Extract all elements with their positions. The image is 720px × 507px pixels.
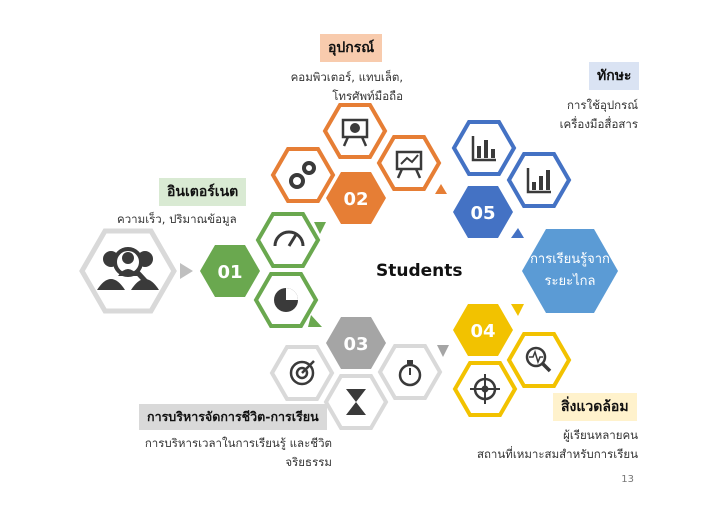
- management-desc-2: จริยธรรม: [285, 455, 332, 469]
- internet-desc: ความเร็ว, ปริมาณข้อมูล: [117, 212, 237, 226]
- management-title: การบริหารจัดการชีวิต-การเรียน: [139, 404, 327, 430]
- hourglass-icon-hex: [323, 374, 389, 430]
- equipment-desc-2: โทรศัพท์มือถือ: [332, 89, 403, 103]
- skills-desc-1: การใช้อุปกรณ์: [566, 98, 638, 112]
- distance-learning-line1: การเรียนรู้จาก: [530, 251, 610, 267]
- node-05-hex: [453, 186, 513, 238]
- students-search-icon-hex: [79, 228, 177, 314]
- arrow-marker: [180, 263, 193, 279]
- board-chart-icon-hex: [376, 135, 442, 191]
- node-02-hex: [326, 172, 386, 224]
- center-label: Students: [376, 261, 463, 281]
- node-03-label: 03: [343, 334, 368, 355]
- node-04-label: 04: [470, 321, 495, 342]
- node-02-label: 02: [343, 189, 368, 210]
- equipment-title: อุปกรณ์: [320, 34, 383, 62]
- internet-title: อินเตอร์เนต: [159, 178, 247, 206]
- pie-chart-icon-hex: [253, 272, 319, 328]
- stopwatch-icon-hex: [377, 344, 443, 400]
- environment-title: สิ่งแวดล้อม: [553, 393, 637, 421]
- arrow-marker: [437, 345, 449, 357]
- skills-title: ทักษะ: [589, 62, 640, 90]
- distance-learning-line2: ระยะไกล: [545, 273, 596, 289]
- arrow-marker: [511, 304, 524, 316]
- node-05-label: 05: [470, 203, 495, 224]
- node-01-hex: [200, 245, 260, 297]
- node-03-hex: [326, 317, 386, 369]
- magnifier-pulse-icon-hex: [506, 332, 572, 388]
- equipment-desc-1: คอมพิวเตอร์, แทบเล็ต,: [290, 70, 403, 84]
- bar-chart-icon-hex: [451, 120, 517, 176]
- presentation-icon-hex: [322, 103, 388, 159]
- arrow-marker: [308, 315, 322, 327]
- gauge-icon-hex: [255, 212, 321, 268]
- target-icon-hex: [269, 345, 335, 401]
- environment-desc-2: สถานที่เหมาะสมสำหรับการเรียน: [476, 447, 638, 461]
- environment-desc-1: ผู้เรียนหลายคน: [563, 428, 638, 442]
- skills-desc-2: เครื่องมือสื่อสาร: [559, 117, 638, 131]
- gears-icon-hex: [270, 147, 336, 203]
- arrow-marker: [435, 184, 447, 194]
- management-desc-1: การบริหารเวลาในการเรียนรู้ และชีวิต: [144, 436, 332, 450]
- distance-learning-hex: [522, 229, 618, 313]
- arrow-marker: [314, 222, 326, 234]
- page-number: 13: [621, 474, 634, 485]
- node-01-label: 01: [217, 262, 242, 283]
- growth-chart-icon-hex: [506, 152, 572, 208]
- arrow-marker: [511, 228, 524, 238]
- crosshair-icon-hex: [452, 361, 518, 417]
- node-04-hex: [453, 304, 513, 356]
